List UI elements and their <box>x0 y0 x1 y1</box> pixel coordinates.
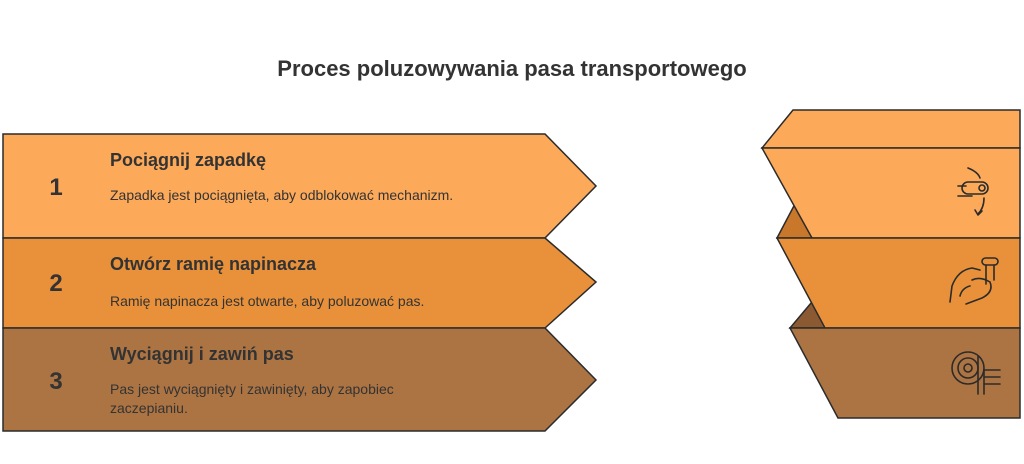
step-1-description: Zapadka jest pociągnięta, aby odblokować… <box>110 187 454 203</box>
diagram-title: Proces poluzowywania pasa transportowego <box>277 56 747 81</box>
block-1-top <box>760 109 1021 149</box>
step-3-description: Pas jest wyciągnięty i zawinięty, aby za… <box>110 381 394 416</box>
step-2-number: 2 <box>49 270 63 297</box>
hand-lever-icon <box>949 257 999 305</box>
step-3-band <box>2 327 598 432</box>
finger-pull-icon <box>957 167 989 216</box>
step-2-band <box>2 237 598 329</box>
step-1-number: 1 <box>49 174 63 201</box>
step-2-title: Otwórz ramię napinacza <box>110 254 317 274</box>
step-3-number: 3 <box>49 368 63 395</box>
step-1-title: Pociągnij zapadkę <box>110 150 267 170</box>
step-3-title: Wyciągnij i zawiń pas <box>110 344 294 364</box>
roll-strap-icon <box>951 351 1001 395</box>
step-1-band <box>2 133 598 239</box>
block-3-front <box>788 327 1021 419</box>
step-2-description: Ramię napinacza jest otwarte, aby poluzo… <box>110 293 425 309</box>
